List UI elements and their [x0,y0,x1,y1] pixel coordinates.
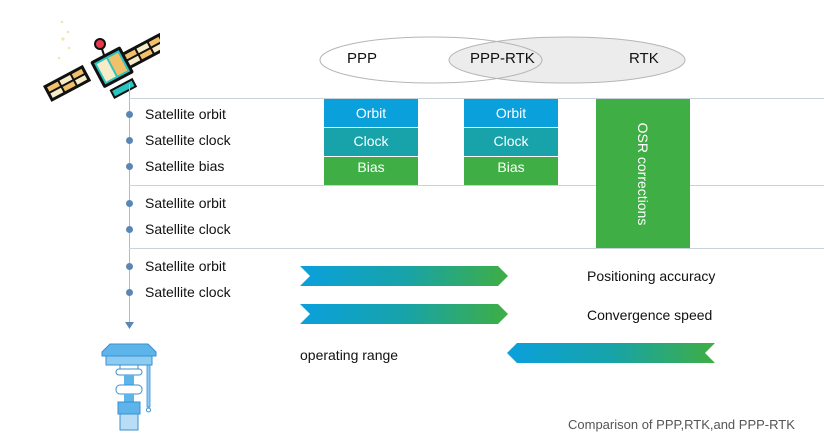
bullet-dot [126,263,133,270]
osr-corrections-label: OSR corrections [635,122,651,225]
rtk-osr-box: OSR corrections [596,99,690,248]
bullet-dot [126,111,133,118]
convergence-speed-label: Convergence speed [587,307,713,323]
ppp-clock-box: Clock [324,128,418,156]
divider-middle [129,185,824,186]
figure-caption: Comparison of PPP,RTK,and PPP-RTK [568,417,795,432]
ppp-orbit-box: Orbit [324,99,418,127]
group2-item-orbit: Satellite orbit [145,195,226,211]
divider-bottom [129,248,824,249]
accuracy-arrow [300,266,508,286]
group3-item-orbit: Satellite orbit [145,258,226,274]
bullet-dot [126,200,133,207]
group1-item-orbit: Satellite orbit [145,106,226,122]
bullet-dot [126,163,133,170]
venn-label-ppp: PPP [347,50,378,67]
group2-item-clock: Satellite clock [145,221,231,237]
venn-diagram [319,36,686,84]
group1-item-bias: Satellite bias [145,158,225,174]
ppp-bias-box: Bias [324,157,418,185]
gnss-receiver-icon [101,343,157,431]
positioning-accuracy-label: Positioning accuracy [587,268,716,284]
group1-item-clock: Satellite clock [145,132,231,148]
rtk-ellipse [448,36,686,84]
divider-top [129,98,824,99]
down-arrow-icon [125,322,134,329]
ppprtk-clock-box: Clock [464,128,558,156]
convergence-arrow [300,304,508,324]
venn-label-rtk: RTK [629,50,659,67]
ppprtk-orbit-box: Orbit [464,99,558,127]
bullet-dot [126,226,133,233]
ppprtk-bias-box: Bias [464,157,558,185]
satellite-icon [43,20,160,102]
range-arrow [507,343,715,363]
operating-range-label: operating range [300,347,399,363]
venn-label-ppp-rtk: PPP-RTK [470,50,535,67]
group3-item-clock: Satellite clock [145,284,231,300]
bullet-dot [126,137,133,144]
bullet-dot [126,289,133,296]
ppp-ellipse [319,36,543,84]
